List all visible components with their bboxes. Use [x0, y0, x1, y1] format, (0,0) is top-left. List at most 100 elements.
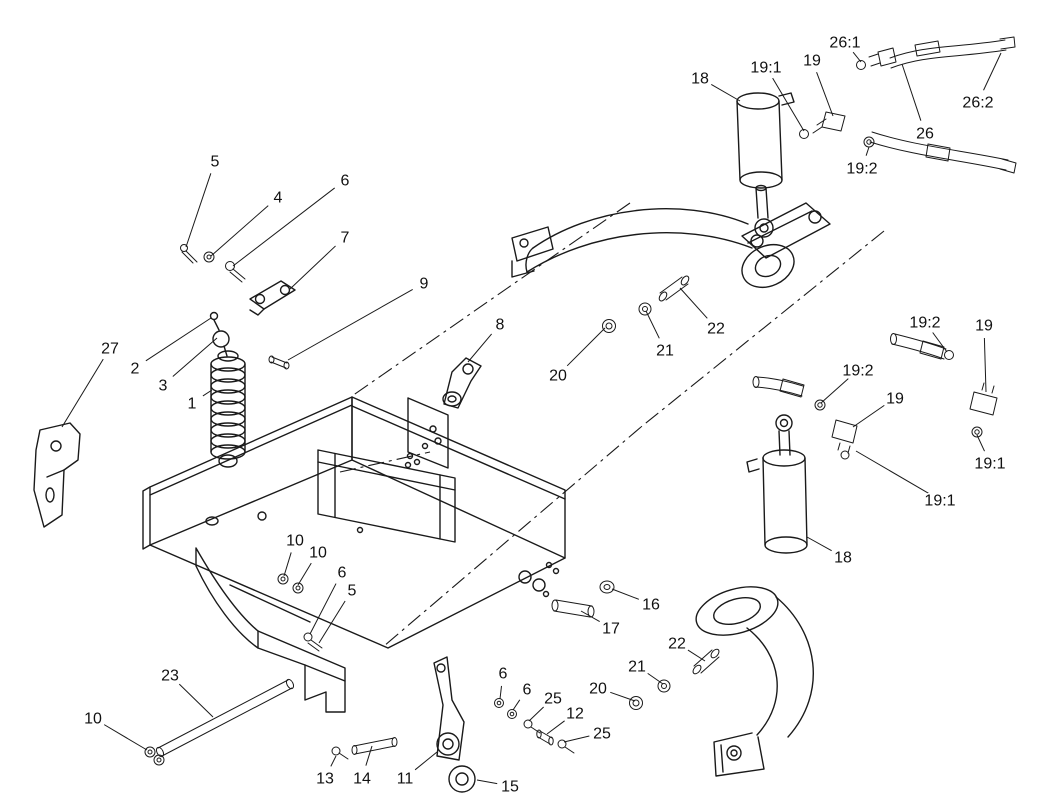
leader-line	[580, 610, 600, 623]
leader-line	[499, 685, 503, 700]
part-label: 6	[341, 173, 350, 190]
part-label: 20	[549, 368, 567, 385]
bracket-8	[442, 357, 482, 409]
part-label: 25	[593, 726, 611, 743]
part-label: 4	[274, 190, 283, 207]
leader-line	[645, 310, 660, 339]
part-label: 25	[544, 691, 562, 708]
leader-line	[178, 683, 214, 718]
leader-line	[61, 358, 104, 428]
part-label: 12	[566, 706, 584, 723]
leader-line	[816, 71, 834, 117]
bracket-27	[33, 422, 81, 528]
pin-9	[268, 355, 290, 370]
bracket-11-roller-15	[433, 656, 476, 793]
part-label: 18	[834, 550, 852, 567]
leader-line	[687, 649, 706, 662]
part-label: 11	[397, 771, 414, 788]
leader-line	[611, 588, 640, 600]
leader-line	[772, 77, 805, 132]
leader-line	[852, 51, 862, 63]
leader-line	[172, 337, 218, 377]
leader-line	[289, 245, 336, 290]
part-label: 5	[348, 583, 357, 600]
leader-line	[865, 146, 870, 156]
part-label: 14	[353, 771, 371, 788]
leader-line	[202, 389, 213, 397]
part-label: 21	[628, 659, 646, 676]
part-label: 21	[656, 343, 674, 360]
leader-line	[711, 84, 741, 102]
leader-line	[185, 173, 212, 248]
pins-and-washers	[551, 275, 720, 710]
leader-line	[855, 450, 930, 494]
leader-line	[145, 317, 212, 362]
leader-line	[476, 779, 498, 785]
leader-lines	[61, 51, 1002, 785]
part-label: 7	[341, 230, 350, 247]
part-label: 13	[316, 771, 334, 788]
part-label: 6	[523, 682, 532, 699]
hydraulic-cylinder-top	[736, 92, 795, 238]
leader-line	[852, 404, 885, 428]
leader-line	[932, 332, 948, 353]
part-label: 8	[496, 317, 505, 334]
main-frame	[142, 396, 566, 713]
part-label: 2	[131, 361, 140, 378]
part-label: 10	[309, 545, 327, 562]
part-label: 19	[886, 391, 904, 408]
leader-line	[309, 583, 337, 635]
leader-line	[283, 552, 292, 577]
hardware-top-left	[180, 244, 246, 283]
leader-line	[467, 333, 493, 363]
part-label: 26	[916, 126, 934, 143]
leader-line	[546, 720, 565, 735]
part-label: 10	[286, 533, 304, 550]
part-label: 19	[975, 318, 993, 335]
leader-line	[901, 63, 922, 121]
leader-line	[287, 288, 413, 361]
washers-10	[144, 573, 323, 766]
leader-line	[820, 378, 849, 404]
bracket-7	[249, 280, 296, 316]
part-label: 15	[501, 779, 519, 796]
part-label: 19:2	[909, 315, 940, 332]
part-label: 10	[84, 711, 102, 728]
part-label: 23	[161, 668, 179, 685]
leader-line	[232, 187, 335, 267]
leader-line	[806, 536, 832, 552]
part-label: 19:1	[750, 60, 781, 77]
part-label: 22	[707, 321, 725, 338]
part-label: 22	[668, 636, 686, 653]
upper-lift-arm	[511, 202, 831, 289]
part-label: 9	[420, 276, 429, 293]
part-label: 26:2	[962, 95, 993, 112]
lower-lift-arm	[695, 586, 814, 777]
part-label: 19:1	[924, 493, 955, 510]
part-label: 19:2	[846, 161, 877, 178]
leader-line	[983, 337, 987, 393]
leader-line	[647, 672, 664, 685]
part-label: 18	[691, 71, 709, 88]
leader-line	[365, 745, 373, 766]
leader-line	[563, 735, 590, 743]
bottom-hardware	[331, 698, 575, 760]
part-label: 6	[338, 565, 347, 582]
part-label: 5	[211, 154, 220, 171]
part-label: 19:2	[842, 363, 873, 380]
leader-line	[330, 755, 337, 767]
leader-line	[318, 600, 346, 644]
leader-line	[610, 691, 636, 702]
part-label: 27	[101, 341, 119, 358]
part-label: 1	[188, 396, 197, 413]
leader-line	[103, 724, 148, 751]
leader-line	[297, 562, 312, 586]
leader-line	[983, 52, 1002, 91]
part-label: 16	[642, 597, 660, 614]
leader-line	[512, 699, 521, 711]
part-label: 17	[602, 621, 620, 638]
rod-23	[155, 678, 295, 758]
leader-line	[414, 751, 438, 771]
